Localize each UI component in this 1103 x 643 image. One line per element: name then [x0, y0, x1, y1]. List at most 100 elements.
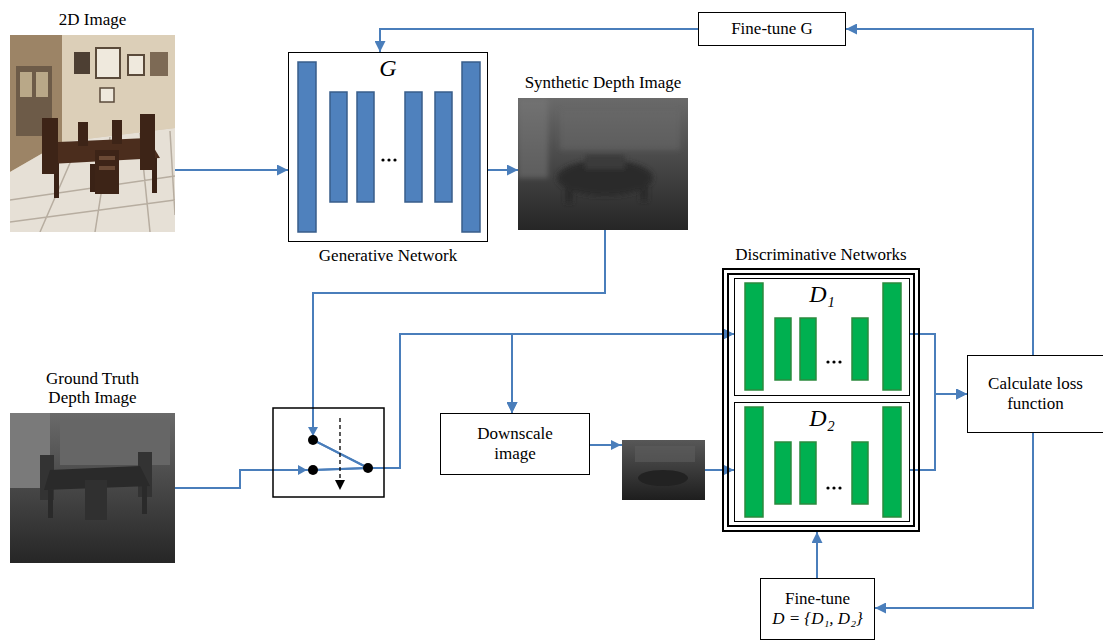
downscaled-depth-picture: [622, 440, 705, 500]
network-symbol: D₁: [809, 281, 835, 309]
flow-arrow: [313, 230, 734, 468]
room-photo-part: [96, 48, 120, 78]
box-text: Calculate loss function: [973, 374, 1098, 413]
discriminator-layers-part: [852, 318, 868, 380]
selector-switch-part: [363, 463, 373, 473]
node-heading: 2D Image: [59, 10, 127, 30]
generator-layers-part: [462, 62, 480, 232]
selector-switch-part: [308, 435, 318, 445]
flow-arrow: [175, 169, 288, 171]
room-photo-part: [10, 35, 175, 232]
room-photo-part: [42, 118, 58, 174]
ground-truth-depth-picture-part: [48, 490, 53, 518]
flow-arrow: [816, 532, 818, 578]
selector-switch-part: [308, 427, 318, 436]
arrow-head: [611, 440, 621, 450]
image-node: 2D Image: [10, 35, 175, 232]
box-text: Fine-tune: [785, 589, 850, 609]
image-node: Synthetic Depth Image: [518, 98, 688, 230]
discriminator-layers: [745, 283, 901, 517]
box-text: Fine-tune G: [731, 19, 813, 39]
discriminator-layers-part: [775, 318, 791, 380]
selector-switch-part: [335, 480, 345, 490]
room-photo-part: [150, 52, 168, 76]
node-heading: Synthetic Depth Image: [525, 73, 682, 93]
arrow-head-part: [611, 440, 621, 450]
flow-arrow: [380, 29, 698, 52]
flow-arrow: [846, 29, 1033, 355]
text-holder: Downscale image: [441, 414, 589, 474]
image-node: Ground Truth Depth Image: [10, 413, 175, 563]
selector-switch: [273, 408, 384, 497]
synthetic-depth-picture-part: [518, 98, 680, 203]
ellipsis-dots-part: [381, 158, 384, 161]
selector-switch-part: [308, 465, 318, 475]
ellipsis-dots-part: [838, 360, 841, 363]
synthetic-depth-picture: [518, 98, 688, 230]
generator-layers-part: [435, 92, 452, 202]
synthetic-depth-picture-part-part: [560, 110, 680, 150]
network-symbol: D₂: [809, 405, 835, 433]
ground-truth-depth-picture: [10, 413, 175, 563]
text-holder: Fine-tune G: [699, 13, 845, 45]
room-photo-part: [20, 72, 32, 97]
selector-switch-part: [273, 408, 384, 497]
ground-truth-depth-picture-part: [60, 420, 170, 465]
room-photo-part: [36, 72, 48, 97]
room-photo-part: [95, 150, 119, 194]
ground-truth-depth-picture-part: [85, 480, 107, 520]
room-photo-part: [140, 114, 155, 170]
room-photo-part: [90, 164, 95, 192]
ellipsis-dots-part: [832, 360, 835, 363]
discriminator-layers-part: [745, 407, 763, 517]
generator-layers-part: [330, 92, 347, 202]
node-heading: Discriminative Networks: [735, 245, 906, 265]
group-box: Discriminative NetworksD₁D₂: [722, 268, 920, 532]
selector-switch-part: [339, 418, 340, 481]
synthetic-depth-picture-part-part: [585, 155, 625, 169]
generator-layers-part: [357, 92, 374, 202]
generator-layers-part: [405, 92, 422, 202]
ellipsis-dots-part: [387, 158, 390, 161]
ellipsis-dots-part: [832, 486, 835, 489]
synthetic-depth-picture-part: [518, 98, 688, 230]
ground-truth-depth-picture-part: [142, 486, 147, 514]
flow-arrow: [488, 169, 518, 171]
ellipsis-dots-part: [393, 158, 396, 161]
text-holder: Fine-tuneD = {D₁, D₂}: [761, 579, 874, 639]
generator-layers: [298, 62, 480, 232]
network-box: D₂: [734, 402, 910, 522]
synthetic-depth-picture-part-part: [640, 176, 648, 201]
downscaled-depth-picture-part: [635, 446, 695, 462]
room-photo-part: [100, 88, 114, 102]
process-box: Downscale image: [440, 413, 590, 475]
generator-layers-part: [298, 62, 316, 232]
node-heading: Generative Network: [319, 246, 457, 266]
process-box: Fine-tune G: [698, 12, 846, 46]
box-text: D = {D₁, D₂}: [772, 609, 863, 629]
synthetic-depth-picture-part-part: [518, 98, 548, 178]
discriminator-layers-part: [800, 442, 816, 504]
room-photo-part: [99, 166, 115, 170]
ellipsis-dots-part: [826, 486, 829, 489]
process-box: Calculate loss function: [967, 355, 1103, 433]
room-photo-part: [74, 52, 90, 74]
ellipsis-dots-part: [826, 360, 829, 363]
process-box: Fine-tuneD = {D₁, D₂}: [760, 578, 875, 640]
room-photo-part: [128, 55, 144, 75]
downscaled-depth-picture-part: [622, 440, 705, 500]
room-photo-part: [99, 156, 115, 160]
ellipsis-dots-part: [838, 486, 841, 489]
box-text: Downscale image: [468, 424, 563, 463]
downscaled-depth-picture-part: [638, 470, 688, 486]
discriminator-layers-part: [883, 407, 901, 517]
room-photo-part: [78, 122, 88, 146]
ellipsis-dots: [381, 158, 396, 161]
text-holder: Calculate loss function: [968, 356, 1103, 432]
synthetic-depth-picture-part-part: [565, 178, 573, 203]
network-box: D₁: [734, 278, 910, 396]
selector-switch-part: [298, 465, 307, 475]
node-heading: Ground Truth Depth Image: [33, 369, 153, 408]
